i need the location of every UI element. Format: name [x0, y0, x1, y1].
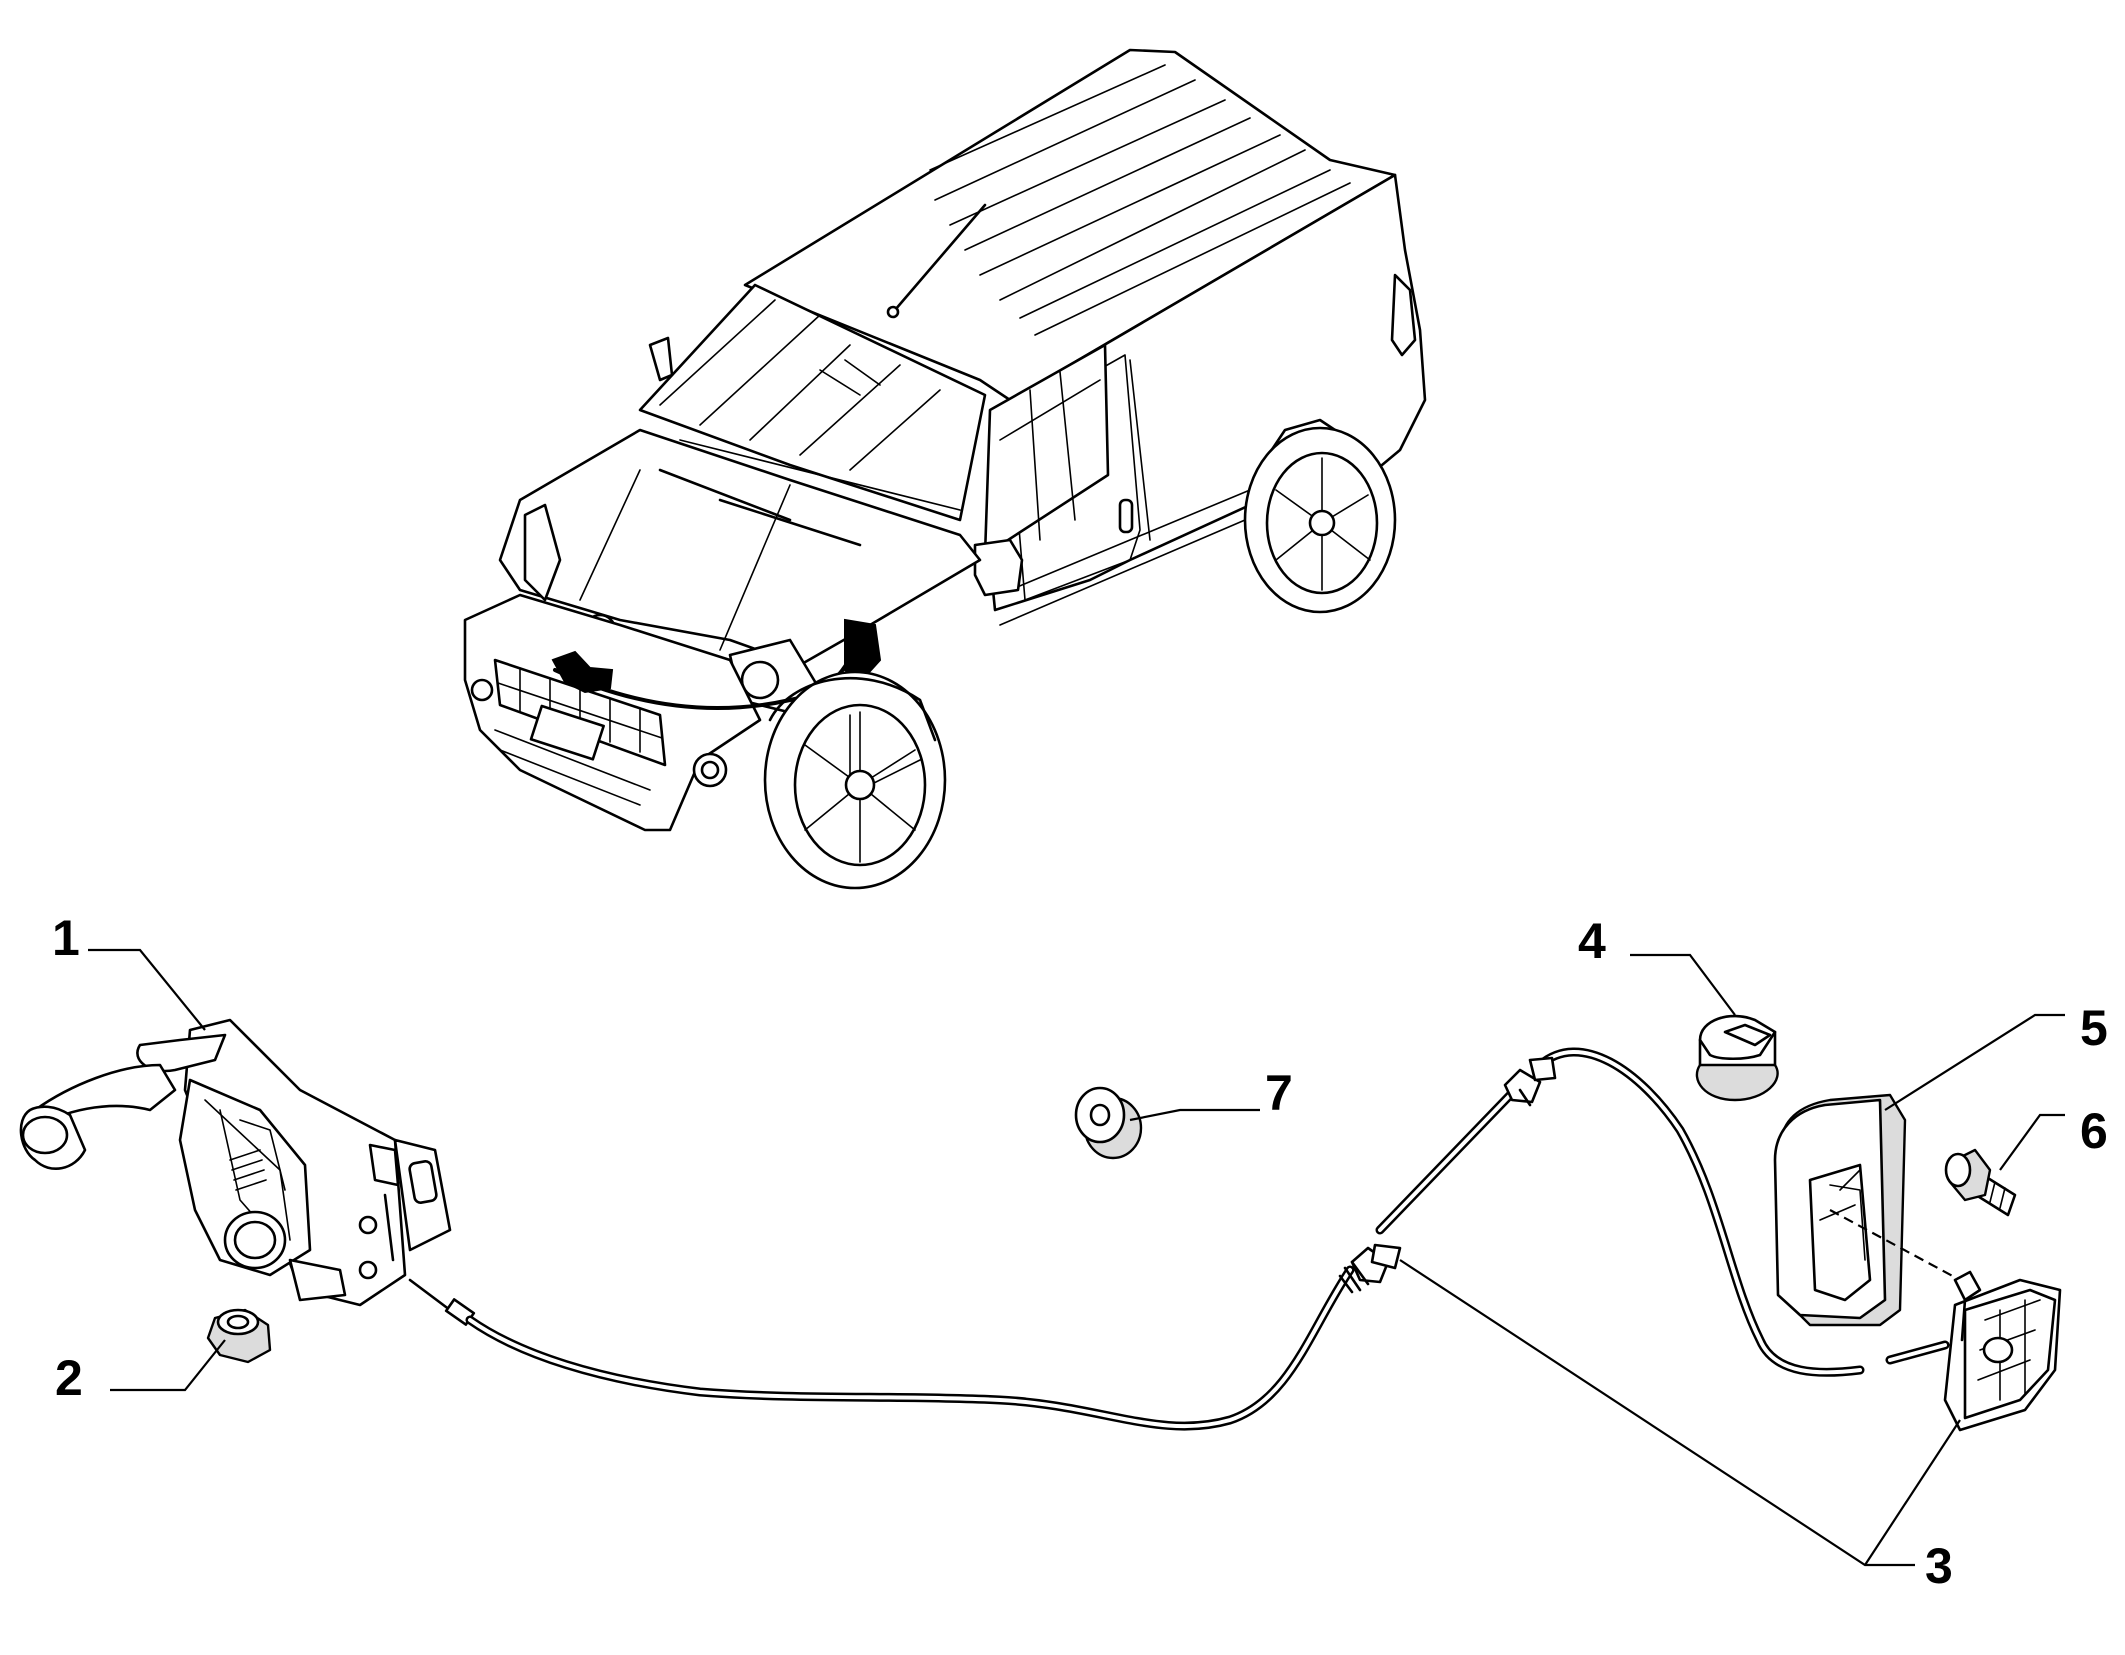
van-illustration — [463, 48, 1427, 890]
callout-2: 2 — [55, 1350, 83, 1406]
callout-3: 3 — [1925, 1538, 1953, 1594]
part-3-release-handle — [1885, 1270, 2062, 1432]
callout-labels: 1 2 3 4 5 6 7 — [52, 910, 2108, 1594]
part-6-bolt — [1944, 1148, 2017, 1217]
callout-1: 1 — [52, 910, 80, 966]
callout-5: 5 — [2080, 1000, 2108, 1056]
leader-lines — [88, 948, 2065, 1567]
hood-release-cable — [408, 1047, 1865, 1431]
part-2-nut — [206, 1308, 272, 1364]
callout-6: 6 — [2080, 1103, 2108, 1159]
part-5-handle-housing — [1773, 1093, 1961, 1327]
callout-7: 7 — [1265, 1065, 1293, 1121]
part-1-hood-lock — [19, 1018, 452, 1307]
callout-4: 4 — [1578, 913, 1606, 969]
part-4-clip — [1695, 1014, 1779, 1102]
part-7-grommet — [1074, 1086, 1143, 1160]
